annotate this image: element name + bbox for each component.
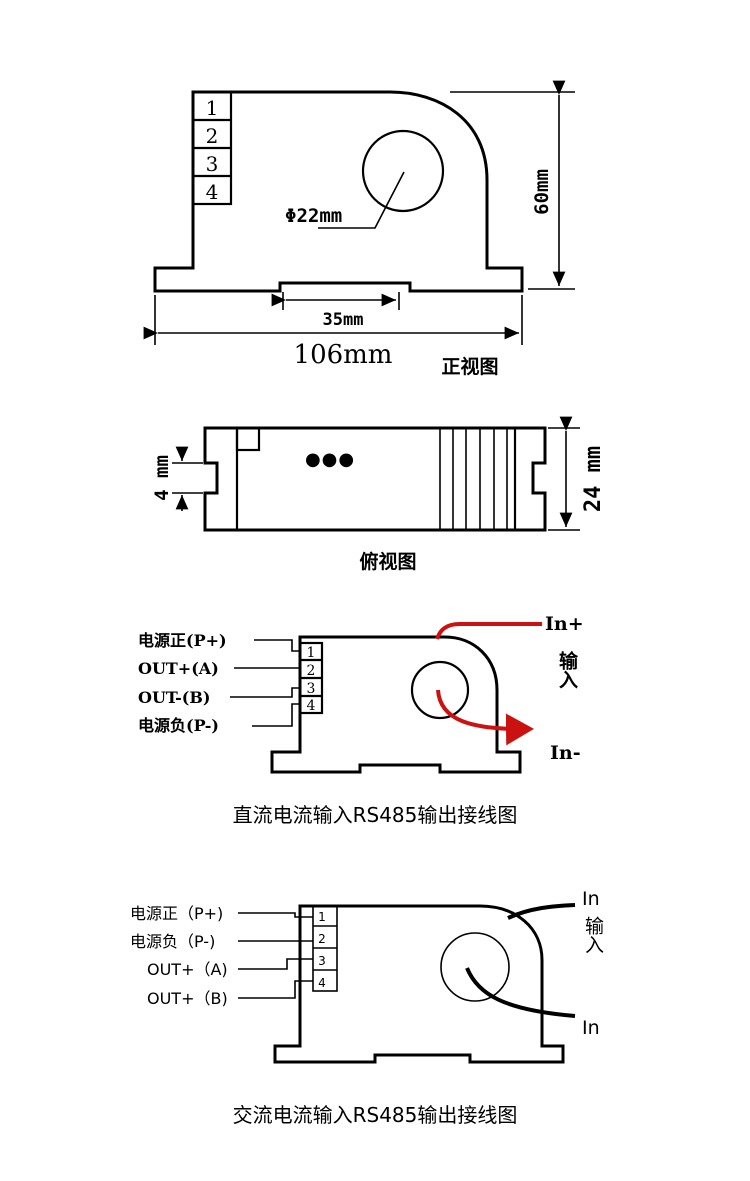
ac-pin-2: 2 bbox=[318, 932, 326, 946]
slot-dimension: 4 mm bbox=[151, 446, 203, 511]
ac-wiring-caption: 交流电流输入RS485输出接线图 bbox=[233, 1103, 518, 1127]
ac-wires bbox=[238, 912, 313, 999]
top-height-dimension: 24 mm bbox=[548, 416, 606, 531]
front-pin-4: 4 bbox=[206, 180, 219, 204]
dc-pin-1: 1 bbox=[307, 645, 316, 661]
top-view-housing bbox=[203, 426, 547, 532]
front-view: 1 2 3 4 Φ22mm 60mm 35mm 106mm bbox=[143, 80, 575, 378]
ac-pin-1: 1 bbox=[318, 910, 326, 924]
ac-wire-bottom bbox=[465, 967, 576, 1018]
ac-label-p-plus: 电源正（P+) bbox=[130, 904, 223, 923]
top-view: ●●● 4 mm 24 mm 俯视图 bbox=[151, 416, 606, 573]
ac-wire-top bbox=[507, 903, 576, 920]
front-view-caption: 正视图 bbox=[441, 355, 498, 378]
front-pin-1: 1 bbox=[206, 96, 219, 120]
ac-label-p-minus: 电源负（P-) bbox=[130, 932, 215, 951]
dc-input-label: 输入 bbox=[556, 650, 578, 689]
hole-diameter-label: Φ22mm bbox=[285, 205, 342, 227]
ac-terminal-block: 1 2 3 4 bbox=[312, 905, 338, 992]
dc-terminal-block: 1 2 3 4 bbox=[298, 641, 324, 715]
height-dimension: 60mm bbox=[450, 80, 575, 290]
slot-label: 4 mm bbox=[151, 455, 173, 501]
ac-in-top-label: In bbox=[582, 888, 600, 910]
height-label: 60mm bbox=[531, 169, 553, 215]
ac-housing bbox=[273, 904, 565, 1064]
dc-pin-4: 4 bbox=[307, 698, 316, 714]
ac-label-out-a: OUT+（A) bbox=[147, 960, 228, 979]
width-label: 106mm bbox=[294, 340, 393, 370]
dc-label-out-b: OUT-(B) bbox=[138, 688, 210, 707]
front-view-through-hole bbox=[361, 129, 445, 213]
dc-label-out-a: OUT+(A) bbox=[138, 659, 219, 678]
dc-red-wire-in bbox=[435, 622, 542, 640]
dc-label-p-plus: 电源正(P+) bbox=[138, 631, 227, 650]
ac-label-out-b: OUT+（B) bbox=[147, 989, 228, 1008]
top-height-label: 24 mm bbox=[581, 446, 606, 512]
dc-in-minus-label: In- bbox=[550, 742, 581, 764]
front-view-terminal-block: 1 2 3 4 bbox=[191, 90, 233, 206]
dc-pin-2: 2 bbox=[307, 663, 316, 679]
ac-pin-4: 4 bbox=[318, 976, 326, 990]
notch-dimension: 35mm bbox=[271, 292, 400, 330]
dc-wires bbox=[230, 639, 300, 727]
top-view-dots: ●●● bbox=[305, 449, 355, 470]
dc-label-p-minus: 电源负(P-) bbox=[138, 716, 219, 735]
notch-label: 35mm bbox=[323, 310, 364, 330]
top-view-caption: 俯视图 bbox=[359, 550, 416, 573]
ac-input-label: 输入 bbox=[582, 916, 604, 954]
ac-pin-3: 3 bbox=[318, 954, 326, 968]
ac-wiring-diagram: 1 2 3 4 电源正（P+) 电源负（P-) OUT+（A) OUT+（B) … bbox=[130, 888, 604, 1127]
ac-in-bottom-label: In bbox=[582, 1017, 600, 1039]
dc-wiring-caption: 直流电流输入RS485输出接线图 bbox=[233, 803, 518, 827]
dc-wiring-diagram: 1 2 3 4 电源正(P+) OUT+(A) OUT-(B) 电源负(P-) … bbox=[138, 613, 584, 827]
front-pin-3: 3 bbox=[206, 152, 219, 176]
front-pin-2: 2 bbox=[206, 124, 219, 148]
dc-in-plus-label: In+ bbox=[545, 613, 584, 635]
front-view-housing bbox=[153, 90, 524, 293]
width-dimension: 106mm bbox=[143, 295, 523, 370]
dc-red-wire-out bbox=[436, 689, 534, 746]
dc-pin-3: 3 bbox=[307, 681, 316, 697]
hole-leader-line bbox=[318, 171, 405, 229]
dc-housing bbox=[270, 635, 522, 774]
ac-through-hole bbox=[440, 932, 510, 1002]
dc-through-hole bbox=[410, 660, 470, 720]
